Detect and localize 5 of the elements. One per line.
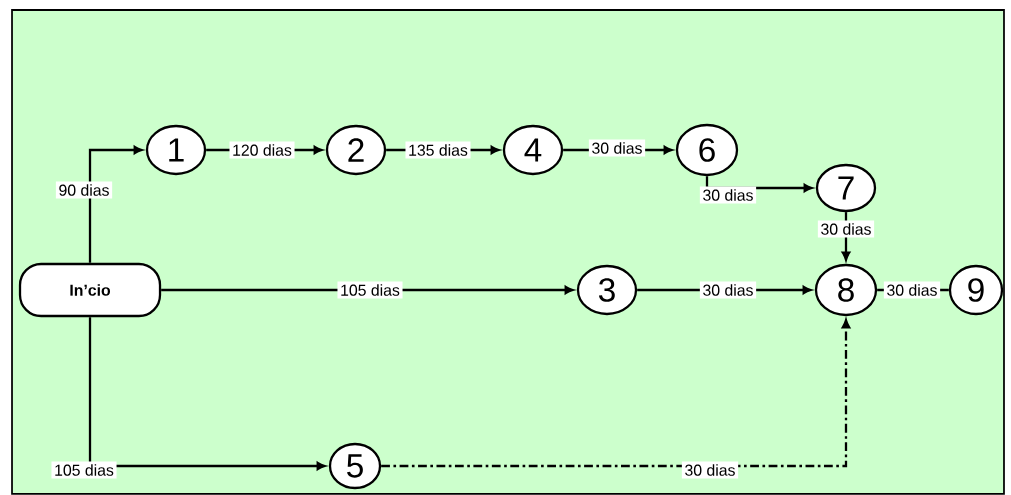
arrow bbox=[88, 317, 326, 471]
start-node: In’cio bbox=[18, 262, 162, 318]
arrow bbox=[88, 145, 143, 263]
arrow bbox=[381, 319, 851, 468]
arrow bbox=[841, 212, 851, 261]
